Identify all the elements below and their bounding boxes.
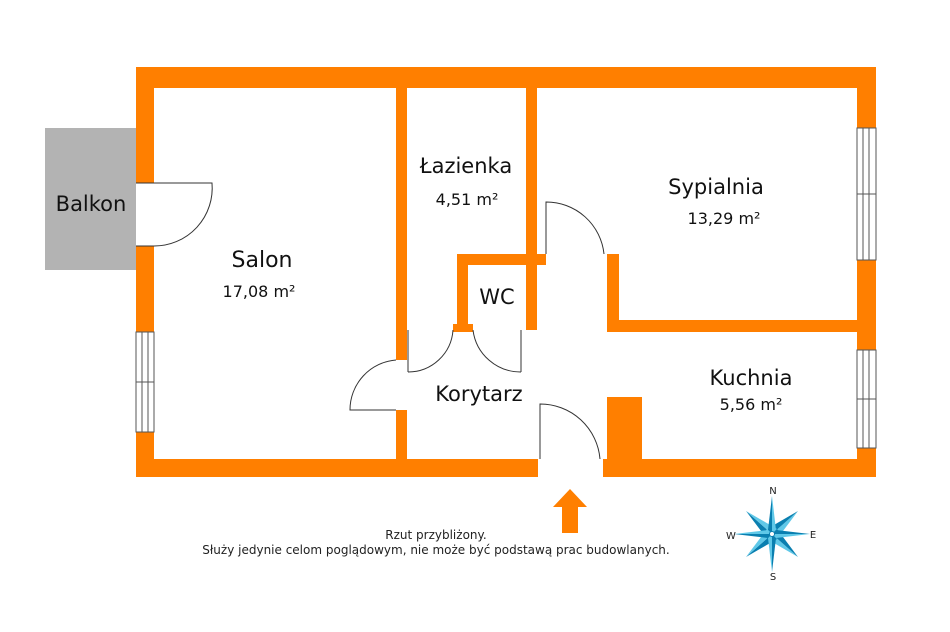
window-sypialnia bbox=[856, 127, 877, 261]
salon-label: Salon bbox=[232, 248, 293, 273]
door-opening-balcony bbox=[136, 183, 154, 246]
window-salon bbox=[135, 331, 155, 433]
compass-west: W bbox=[726, 531, 736, 542]
sypialnia-area: 13,29 m² bbox=[688, 209, 761, 228]
door-sypialnia bbox=[545, 201, 605, 255]
door-wc bbox=[472, 329, 522, 373]
sypialnia-label: Sypialnia bbox=[668, 175, 764, 199]
windows bbox=[135, 127, 877, 449]
doors bbox=[136, 182, 607, 477]
kuchnia-label: Kuchnia bbox=[710, 366, 793, 390]
compass-rose-icon bbox=[734, 496, 810, 572]
wc-label: WC bbox=[479, 285, 514, 309]
wall-sypialnia-left bbox=[607, 254, 619, 330]
wall-wc-stub bbox=[453, 324, 473, 332]
wall-wc-left bbox=[457, 254, 468, 330]
arrow-up-icon bbox=[553, 489, 587, 533]
balcony-area bbox=[45, 128, 137, 270]
wall-bottom-left bbox=[136, 459, 538, 477]
balkon-label: Balkon bbox=[56, 192, 127, 216]
wall-wc-right bbox=[526, 254, 537, 330]
wall-salon-right-lower bbox=[396, 410, 407, 461]
wall-salon-right bbox=[396, 86, 407, 360]
compass-north: N bbox=[769, 486, 776, 497]
door-opening-entrance bbox=[538, 459, 603, 477]
compass-south: S bbox=[770, 572, 776, 583]
door-salon bbox=[349, 359, 397, 411]
door-lazienka bbox=[407, 329, 454, 373]
window-kuchnia bbox=[856, 349, 877, 449]
door-opening-salon bbox=[396, 360, 407, 410]
wall-bottom-right bbox=[603, 459, 876, 477]
wall-kuchnia-left bbox=[607, 397, 642, 461]
korytarz-label: Korytarz bbox=[435, 382, 522, 406]
door-entrance bbox=[539, 403, 601, 460]
salon-area: 17,08 m² bbox=[223, 282, 296, 301]
wall-outer-top bbox=[136, 67, 876, 88]
note-line-2: Służy jedynie celom poglądowym, nie może… bbox=[202, 543, 669, 557]
kuchnia-area: 5,56 m² bbox=[720, 395, 783, 414]
door-balcony bbox=[153, 182, 213, 247]
wall-wc-top bbox=[457, 254, 547, 265]
lazienka-label: Łazienka bbox=[419, 154, 512, 178]
door-opening-sypialnia bbox=[546, 254, 607, 265]
compass-east: E bbox=[810, 530, 816, 541]
wall-lazienka-right bbox=[526, 86, 537, 261]
note-line-1: Rzut przybliżony. bbox=[385, 528, 486, 542]
wall-sypialnia-bottom bbox=[607, 320, 859, 332]
lazienka-area: 4,51 m² bbox=[436, 190, 499, 209]
